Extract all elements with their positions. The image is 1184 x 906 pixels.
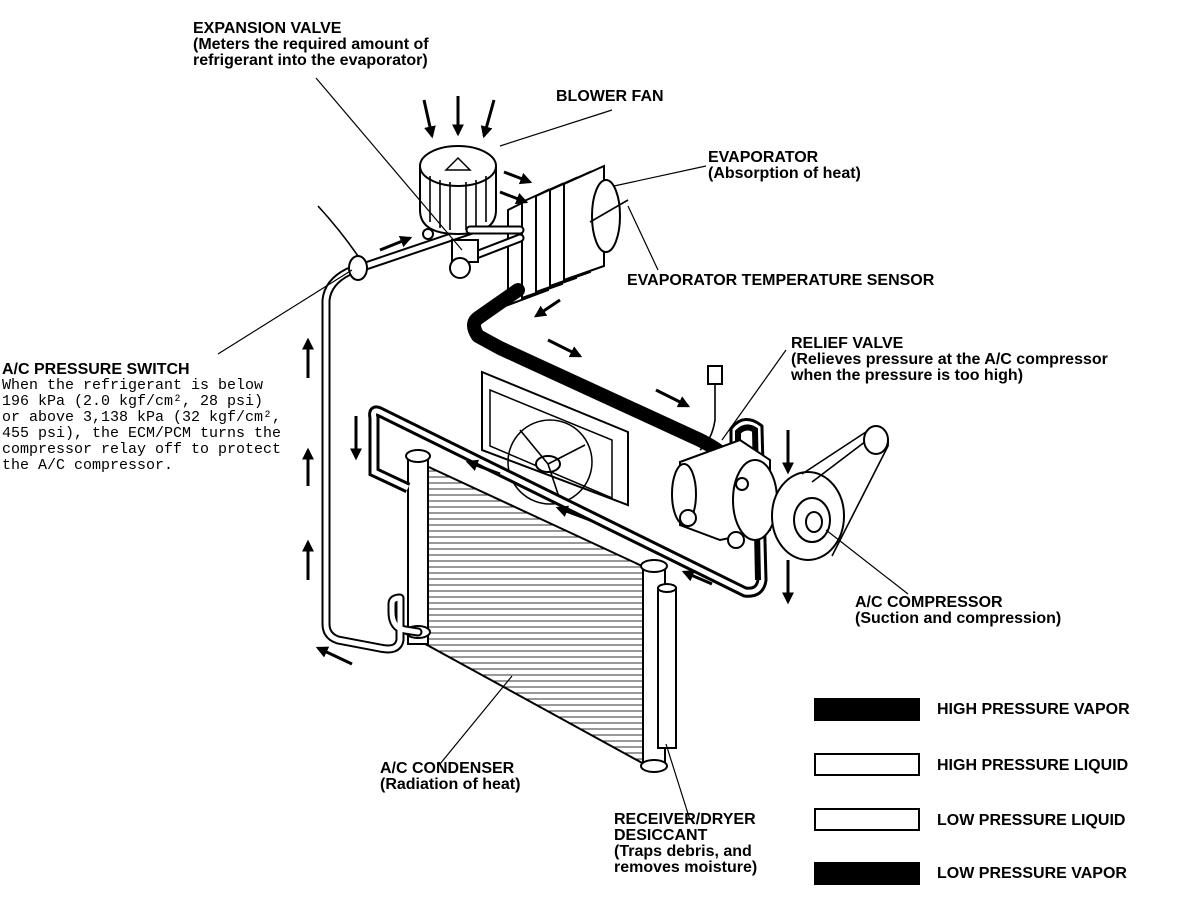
pressure-switch-title: A/C PRESSURE SWITCH xyxy=(2,361,190,378)
label-receiver: RECEIVER/DRYER DESICCANT (Traps debris, … xyxy=(614,811,757,876)
legend-label: LOW PRESSURE VAPOR xyxy=(937,865,1127,882)
condenser-line1: (Radiation of heat) xyxy=(380,776,520,793)
label-pressure-switch: A/C PRESSURE SWITCH When the refrigerant… xyxy=(2,361,281,474)
label-expansion-valve: EXPANSION VALVE (Meters the required amo… xyxy=(193,20,429,69)
expansion-valve-line1: (Meters the required amount of xyxy=(193,36,429,53)
evaporator-sensor-label: EVAPORATOR TEMPERATURE SENSOR xyxy=(627,272,935,289)
condenser-title: A/C CONDENSER xyxy=(380,760,515,777)
compressor-title: A/C COMPRESSOR xyxy=(855,594,1003,611)
receiver-line2: (Traps debris, and xyxy=(614,843,752,860)
flow-arrows xyxy=(302,96,794,666)
expansion-valve-title: EXPANSION VALVE xyxy=(193,20,342,37)
evaporator-title: EVAPORATOR xyxy=(708,149,819,166)
blower-fan-label: BLOWER FAN xyxy=(556,88,664,105)
evaporator-sensor-wire xyxy=(589,199,629,223)
legend-swatch xyxy=(814,862,920,885)
legend-label: HIGH PRESSURE LIQUID xyxy=(937,757,1128,774)
receiver-dryer xyxy=(657,583,677,749)
label-relief-valve: RELIEF VALVE (Relieves pressure at the A… xyxy=(790,335,1108,384)
compressor xyxy=(671,365,889,561)
legend-item-low-pressure-liquid: LOW PRESSURE LIQUID xyxy=(814,808,1125,831)
legend-item-high-pressure-vapor: HIGH PRESSURE VAPOR xyxy=(814,698,1130,721)
relief-valve-line1: (Relieves pressure at the A/C compressor xyxy=(791,351,1108,368)
label-condenser: A/C CONDENSER (Radiation of heat) xyxy=(380,760,520,793)
pressure-switch-text-1: When the refrigerant is below xyxy=(2,377,263,394)
receiver-title: RECEIVER/DRYER xyxy=(614,811,756,828)
condenser-left-tank xyxy=(407,455,429,645)
pressure-switch-text-2: 196 kPa (2.0 kgf/cm², 28 psi) xyxy=(2,393,263,410)
expansion-valve xyxy=(422,225,525,279)
relief-valve-line2: when the pressure is too high) xyxy=(790,367,1023,384)
legend-swatch xyxy=(814,808,920,831)
legend-swatch xyxy=(814,753,920,776)
pressure-switch xyxy=(317,205,368,281)
legend: HIGH PRESSURE VAPOR HIGH PRESSURE LIQUID… xyxy=(814,698,1130,885)
compressor-line1: (Suction and compression) xyxy=(855,610,1061,627)
legend-swatch xyxy=(814,698,920,721)
receiver-line3: removes moisture) xyxy=(614,859,757,876)
legend-item-low-pressure-vapor: LOW PRESSURE VAPOR xyxy=(814,862,1127,885)
pressure-switch-text-4: 455 psi), the ECM/PCM turns the xyxy=(2,425,281,442)
relief-valve-connector xyxy=(707,365,723,385)
legend-item-high-pressure-liquid: HIGH PRESSURE LIQUID xyxy=(814,753,1128,776)
condenser-fan xyxy=(481,370,629,507)
legend-label: HIGH PRESSURE VAPOR xyxy=(937,701,1130,718)
pressure-switch-text-6: the A/C compressor. xyxy=(2,457,173,474)
pressure-switch-text-5: compressor relay off to protect xyxy=(2,441,281,458)
evaporator xyxy=(507,164,621,307)
leader-lines xyxy=(217,77,909,821)
receiver-line1: DESICCANT xyxy=(614,827,708,844)
relief-valve-title: RELIEF VALVE xyxy=(791,335,904,352)
evaporator-line1: (Absorption of heat) xyxy=(708,165,861,182)
blower-fan xyxy=(419,145,497,236)
pressure-switch-text-3: or above 3,138 kPa (32 kgf/cm², xyxy=(2,409,281,426)
low-pressure-vapor-line xyxy=(467,283,727,459)
expansion-valve-line2: refrigerant into the evaporator) xyxy=(193,52,428,69)
label-compressor: A/C COMPRESSOR (Suction and compression) xyxy=(855,594,1061,627)
legend-label: LOW PRESSURE LIQUID xyxy=(937,812,1125,829)
label-evaporator: EVAPORATOR (Absorption of heat) xyxy=(708,149,861,182)
